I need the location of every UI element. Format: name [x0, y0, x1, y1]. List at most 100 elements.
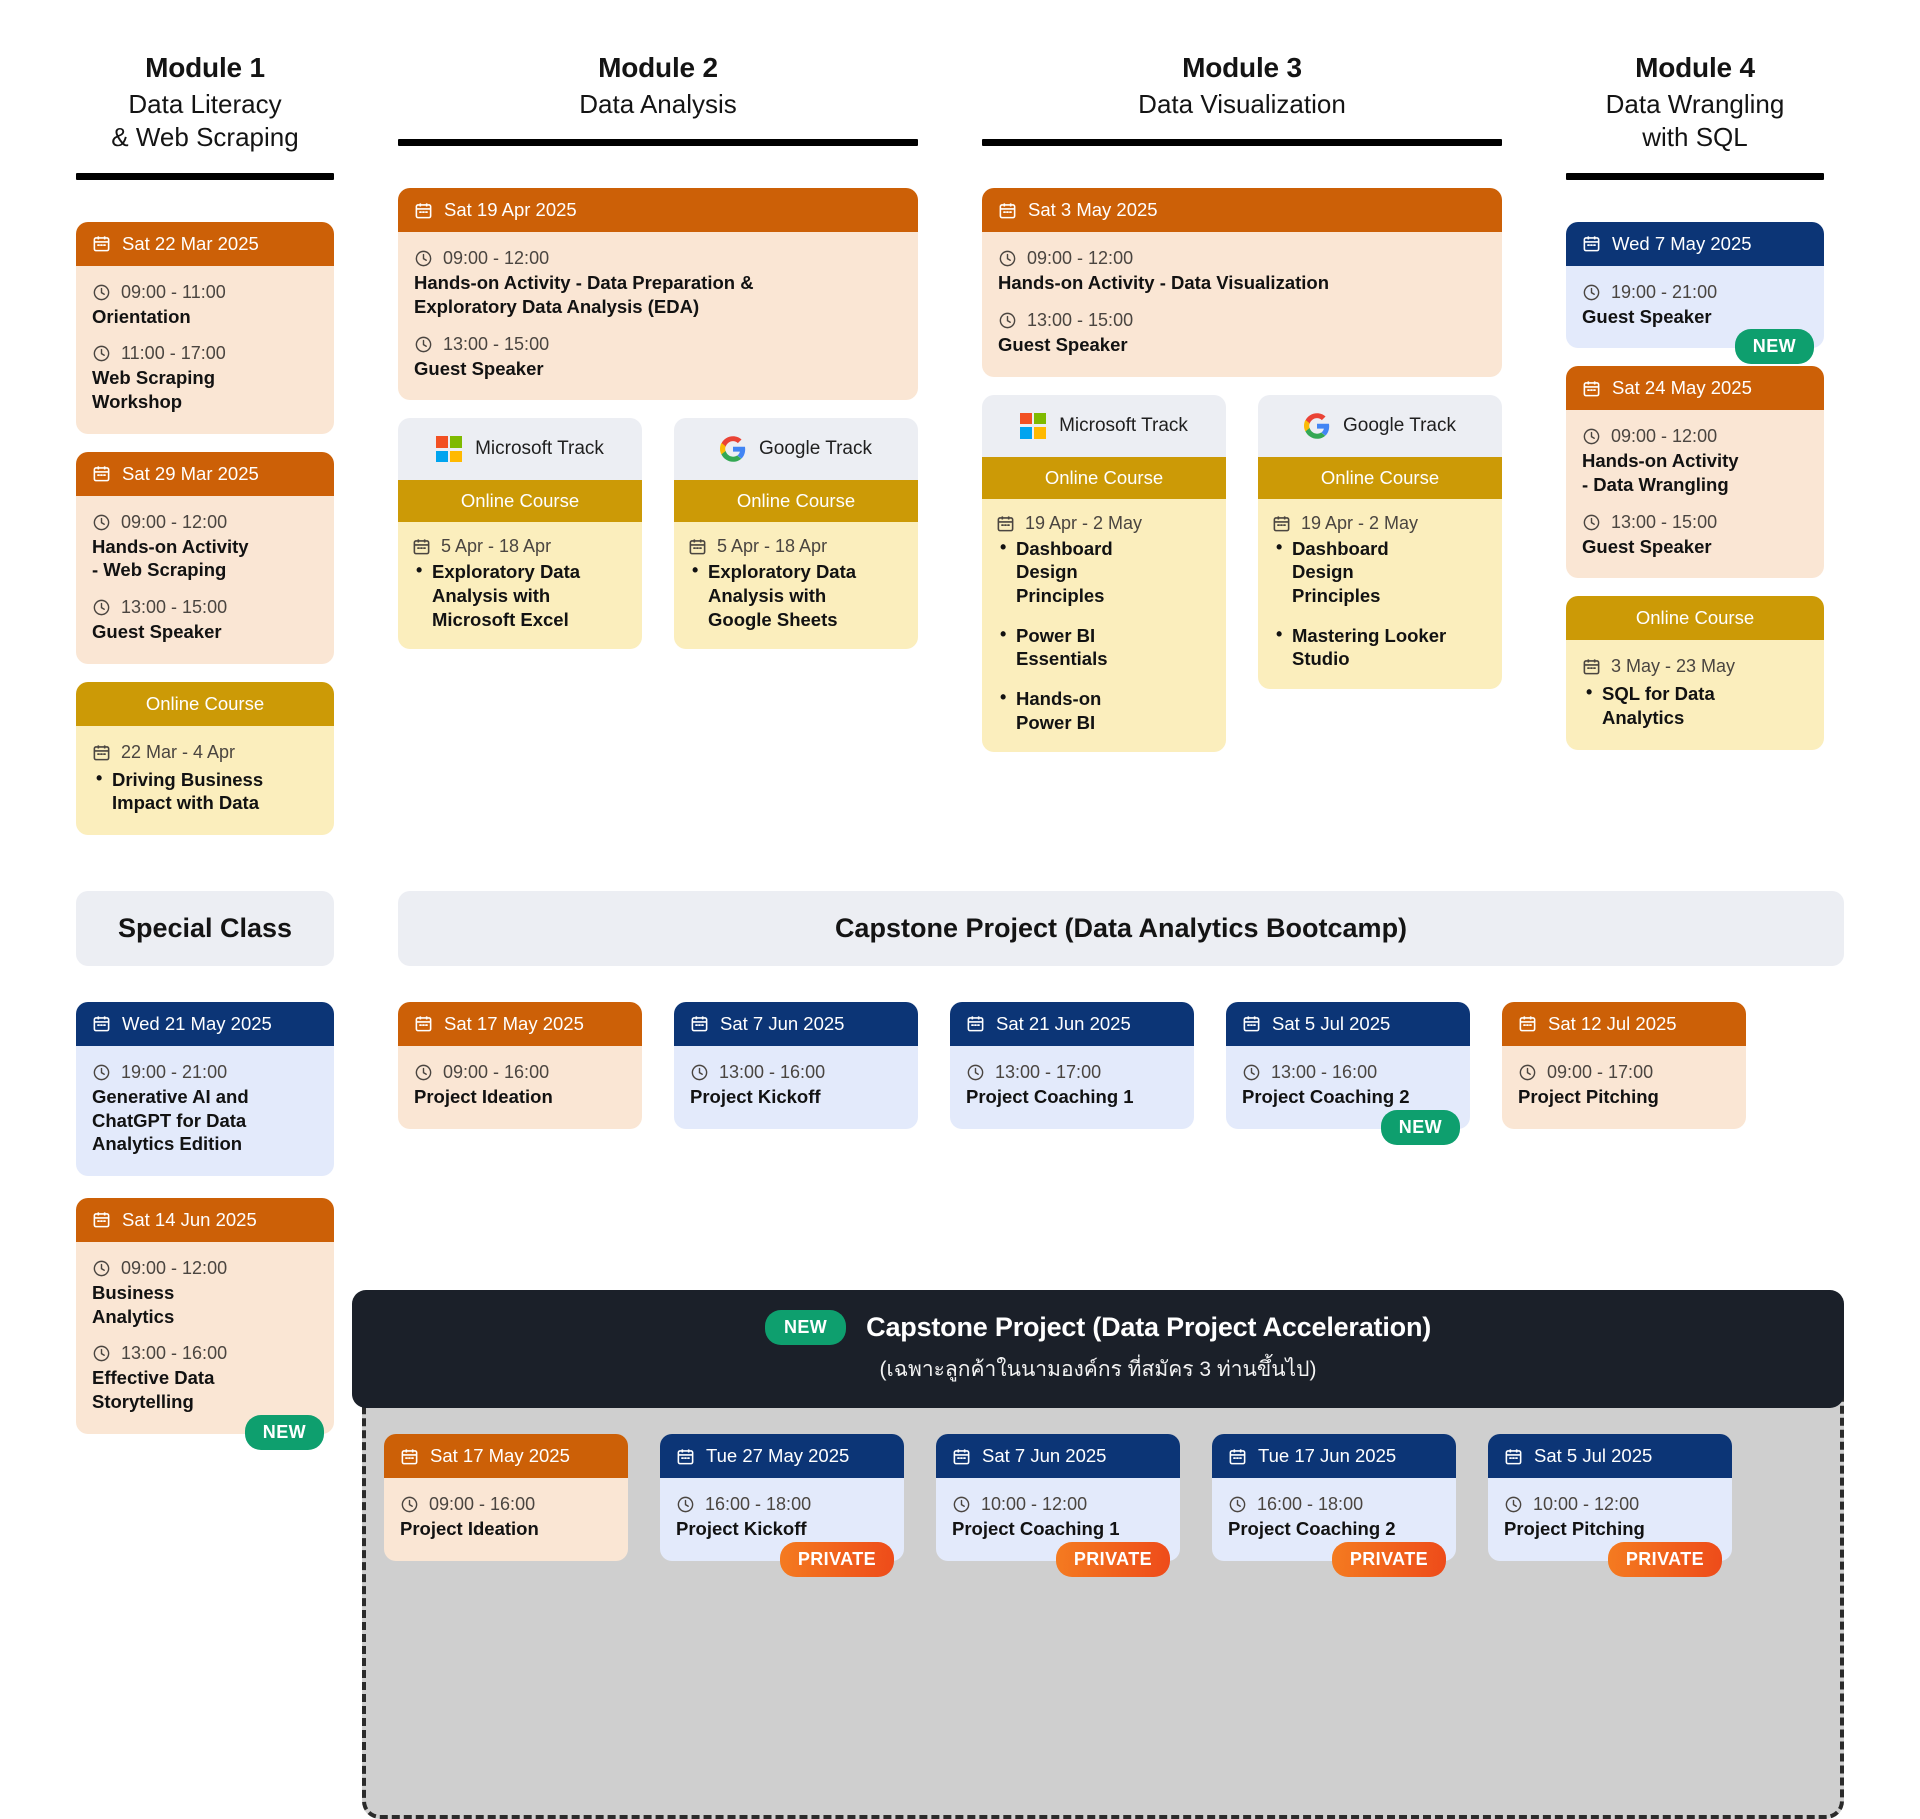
calendar-icon	[690, 1014, 709, 1033]
course-topic: Exploratory Data Analysis with Microsoft…	[412, 559, 628, 631]
slot-time: 13:00 - 17:00	[995, 1061, 1102, 1082]
calendar-icon	[412, 537, 431, 556]
session-card-date-header: Sat 19 Apr 2025	[398, 188, 918, 233]
course-date-range: 3 May - 23 May	[1611, 656, 1736, 677]
slot-title: Project Kickoff	[690, 1085, 821, 1107]
module-divider	[76, 172, 334, 180]
slot-title: Project Pitching	[1504, 1518, 1645, 1539]
module-number: Module 4	[1635, 52, 1755, 83]
course-topic: Dashboard Design Principles	[996, 536, 1212, 608]
online-course-label: Online Course	[145, 692, 265, 714]
slot-title: Guest Speaker	[414, 357, 544, 379]
slot-title: Project Ideation	[400, 1518, 539, 1539]
clock-icon	[952, 1495, 971, 1514]
clock-icon	[92, 1344, 111, 1363]
track-subheader: Online Course	[674, 480, 918, 523]
slot-time: 09:00 - 12:00	[443, 248, 550, 269]
course-topic-list: Dashboard Design PrinciplesMastering Loo…	[1272, 536, 1488, 671]
slot-time: 09:00 - 11:00	[121, 281, 226, 302]
clock-icon	[1518, 1063, 1537, 1082]
calendar-icon	[92, 1014, 111, 1033]
slot-time: 13:00 - 16:00	[1271, 1061, 1378, 1082]
slot-title: Project Coaching 2	[1242, 1085, 1410, 1107]
capstone-card-date-header: Sat 5 Jul 2025	[1488, 1434, 1732, 1478]
module-title: Data Wrangling with SQL	[1605, 89, 1785, 153]
session-date: Sat 22 Mar 2025	[122, 232, 259, 254]
slot-title: Project Ideation	[414, 1085, 553, 1107]
course-topic: Exploratory Data Analysis with Google Sh…	[688, 559, 904, 631]
session-card-date-header: Sat 14 Jun 2025	[76, 1197, 334, 1242]
module-number: Module 1	[145, 52, 265, 83]
calendar-icon	[998, 201, 1017, 220]
slot-time: 13:00 - 16:00	[121, 1343, 228, 1364]
calendar-icon	[1504, 1447, 1523, 1466]
slot-time-row: 13:00 - 15:00	[998, 310, 1486, 331]
online-course-label: Online Course	[1635, 607, 1755, 629]
clock-icon	[966, 1063, 985, 1082]
slot-title: Generative AI and ChatGPT for Data Analy…	[92, 1085, 249, 1155]
slot-time-row: 13:00 - 17:00	[966, 1062, 1178, 1083]
acceleration-subtitle: (เฉพาะลูกค้าในนามองค์กร ที่สมัคร 3 ท่านข…	[879, 1358, 1317, 1381]
calendar-icon	[92, 234, 111, 253]
microsoft-logo-icon	[436, 436, 463, 463]
slot-time: 13:00 - 15:00	[1027, 309, 1134, 330]
slot-time-row: 19:00 - 21:00	[1582, 282, 1808, 303]
clock-icon	[92, 1259, 111, 1278]
slot-time-row: 09:00 - 11:00	[92, 282, 318, 303]
calendar-icon	[92, 743, 111, 762]
slot-time-row: 09:00 - 12:00	[92, 512, 318, 533]
track-label: Google Track	[759, 438, 872, 460]
online-course-card[interactable]: Online Course 3 May - 23 MaySQL for Data …	[1566, 596, 1824, 750]
course-topic: SQL for Data Analytics	[1582, 681, 1808, 729]
new-badge: NEW	[764, 1310, 847, 1345]
acceleration-header: NEW Capstone Project (Data Project Accel…	[352, 1290, 1844, 1408]
microsoft-logo-icon	[1020, 412, 1047, 439]
clock-icon	[414, 335, 433, 354]
slot-time: 09:00 - 17:00	[1547, 1061, 1654, 1082]
capstone-date: Sat 7 Jun 2025	[982, 1445, 1107, 1466]
session-card-date-header: Wed 21 May 2025	[76, 1001, 334, 1046]
slot-title: Project Coaching 2	[1228, 1518, 1396, 1539]
slot-time: 13:00 - 15:00	[443, 333, 550, 354]
session-date: Wed 21 May 2025	[122, 1012, 272, 1034]
slot-time: 10:00 - 12:00	[981, 1494, 1088, 1514]
